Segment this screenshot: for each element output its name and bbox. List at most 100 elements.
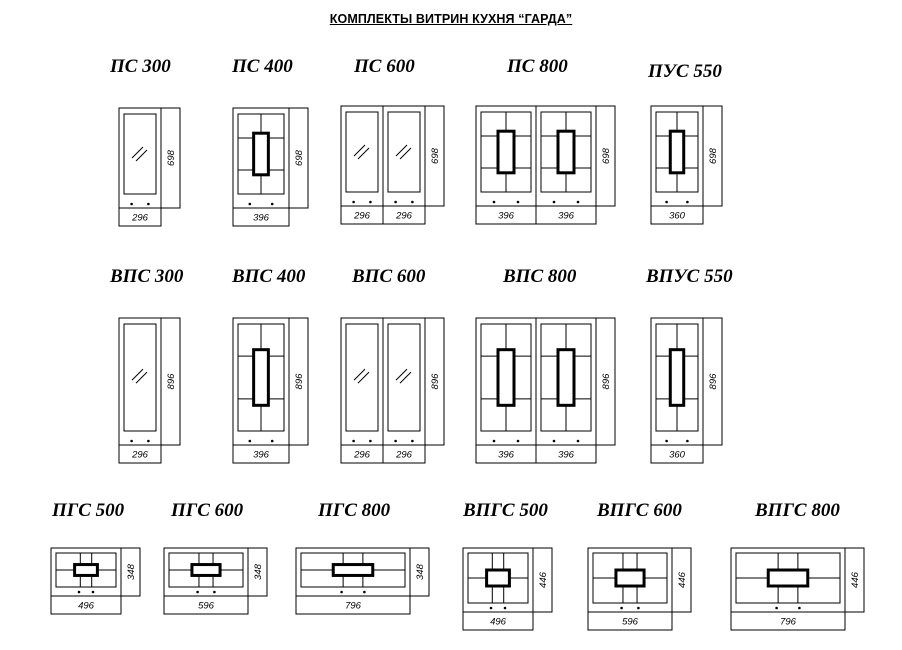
hinge-dot xyxy=(620,606,623,610)
door-frame xyxy=(118,317,162,446)
hinge-dot xyxy=(130,439,133,443)
glass-mark xyxy=(131,146,144,159)
door-frame xyxy=(382,317,426,446)
width-dimension: 296 xyxy=(131,213,149,224)
unit-label: ВПГС 800 xyxy=(754,500,840,521)
width-dimension: 596 xyxy=(198,601,215,612)
center-panel-inner xyxy=(560,352,572,403)
width-dimension: 496 xyxy=(78,601,95,612)
height-dimension: 896 xyxy=(166,373,177,390)
height-dimension: 698 xyxy=(430,147,441,164)
center-panel xyxy=(556,348,576,407)
glass-mark xyxy=(399,371,412,384)
width-dimension: 296 xyxy=(395,450,413,461)
unit-label: ВПС 400 xyxy=(231,266,306,287)
height-dimension: 348 xyxy=(126,563,137,580)
width-dimension: 360 xyxy=(669,450,686,461)
center-panel-inner xyxy=(489,572,507,584)
hinge-dot xyxy=(213,590,216,594)
height-dimension-box xyxy=(595,317,616,446)
page-title: КОМПЛЕКТЫ ВИТРИН КУХНЯ “ГАРДА” xyxy=(329,12,573,26)
width-dimension: 596 xyxy=(622,617,639,628)
center-panel xyxy=(496,348,516,407)
width-dimension-box xyxy=(382,444,426,464)
width-dimension: 396 xyxy=(558,211,575,222)
unit-label: ПС 400 xyxy=(231,56,293,77)
door-inner-frame xyxy=(387,111,421,193)
width-dimension-box xyxy=(650,444,704,464)
height-dimension-box xyxy=(595,105,616,207)
width-dimension-box xyxy=(650,205,704,225)
height-dimension-box xyxy=(120,547,141,597)
width-dimension: 796 xyxy=(345,601,362,612)
hinge-dot xyxy=(91,590,95,594)
unit-label: ПС 600 xyxy=(353,56,415,77)
cabinet-unit: ВПГС 800 446 796 xyxy=(730,500,865,631)
hinge-dot xyxy=(352,439,355,443)
center-panel-inner xyxy=(77,567,95,573)
width-dimension: 396 xyxy=(498,450,515,461)
hinge-dot xyxy=(352,200,355,204)
center-panel-inner xyxy=(618,572,642,584)
height-dimension: 348 xyxy=(415,563,426,580)
height-dimension: 446 xyxy=(677,571,688,588)
hinge-dot xyxy=(489,606,493,610)
unit-label: ВПС 600 xyxy=(351,266,426,287)
door-frame xyxy=(340,317,384,446)
width-dimension-box xyxy=(232,444,290,464)
hinge-dot xyxy=(516,200,520,204)
cabinet-unit: ВПУС 550 896 360 xyxy=(645,266,733,464)
hinge-dot xyxy=(492,200,496,204)
center-panel xyxy=(668,129,686,175)
hinge-dot xyxy=(576,439,580,443)
door-inner-frame xyxy=(387,323,421,432)
hinge-dot xyxy=(394,439,397,443)
unit-label: ВПГС 600 xyxy=(596,500,682,521)
unit-label: ПГС 600 xyxy=(170,500,244,521)
center-panel xyxy=(614,568,646,588)
door-frame xyxy=(730,547,846,613)
center-panel xyxy=(190,563,222,577)
center-panel-inner xyxy=(560,133,572,171)
width-dimension-box xyxy=(50,595,122,615)
hinge-dot xyxy=(147,439,150,443)
height-dimension-box xyxy=(160,317,181,446)
center-panel xyxy=(252,348,270,407)
height-dimension: 896 xyxy=(708,373,719,390)
width-dimension: 396 xyxy=(253,213,270,224)
unit-label: ВПУС 550 xyxy=(645,266,733,287)
hinge-dot xyxy=(130,202,133,206)
height-dimension: 698 xyxy=(601,147,612,164)
hinge-dot xyxy=(369,200,372,204)
width-dimension: 796 xyxy=(780,617,797,628)
width-dimension-box xyxy=(730,611,846,631)
height-dimension: 896 xyxy=(601,373,612,390)
center-panel xyxy=(252,131,270,177)
hinge-dot xyxy=(492,439,496,443)
hinge-dot xyxy=(411,439,414,443)
center-panel-inner xyxy=(256,135,266,173)
door-frame xyxy=(118,107,162,209)
unit-label: ПГС 500 xyxy=(51,500,125,521)
hinge-dot xyxy=(637,606,640,610)
width-dimension: 296 xyxy=(131,450,149,461)
hinge-dot xyxy=(552,439,556,443)
height-dimension-box xyxy=(702,105,723,207)
height-dimension: 446 xyxy=(850,571,861,588)
hinge-dot xyxy=(503,606,507,610)
door-inner-frame xyxy=(345,111,379,193)
glass-mark xyxy=(399,147,412,160)
center-panel-inner xyxy=(256,352,266,403)
door-frame xyxy=(382,105,426,207)
center-panel-inner xyxy=(672,133,682,171)
hinge-dot xyxy=(552,200,556,204)
width-dimension: 396 xyxy=(558,450,575,461)
height-dimension-box xyxy=(424,105,445,207)
